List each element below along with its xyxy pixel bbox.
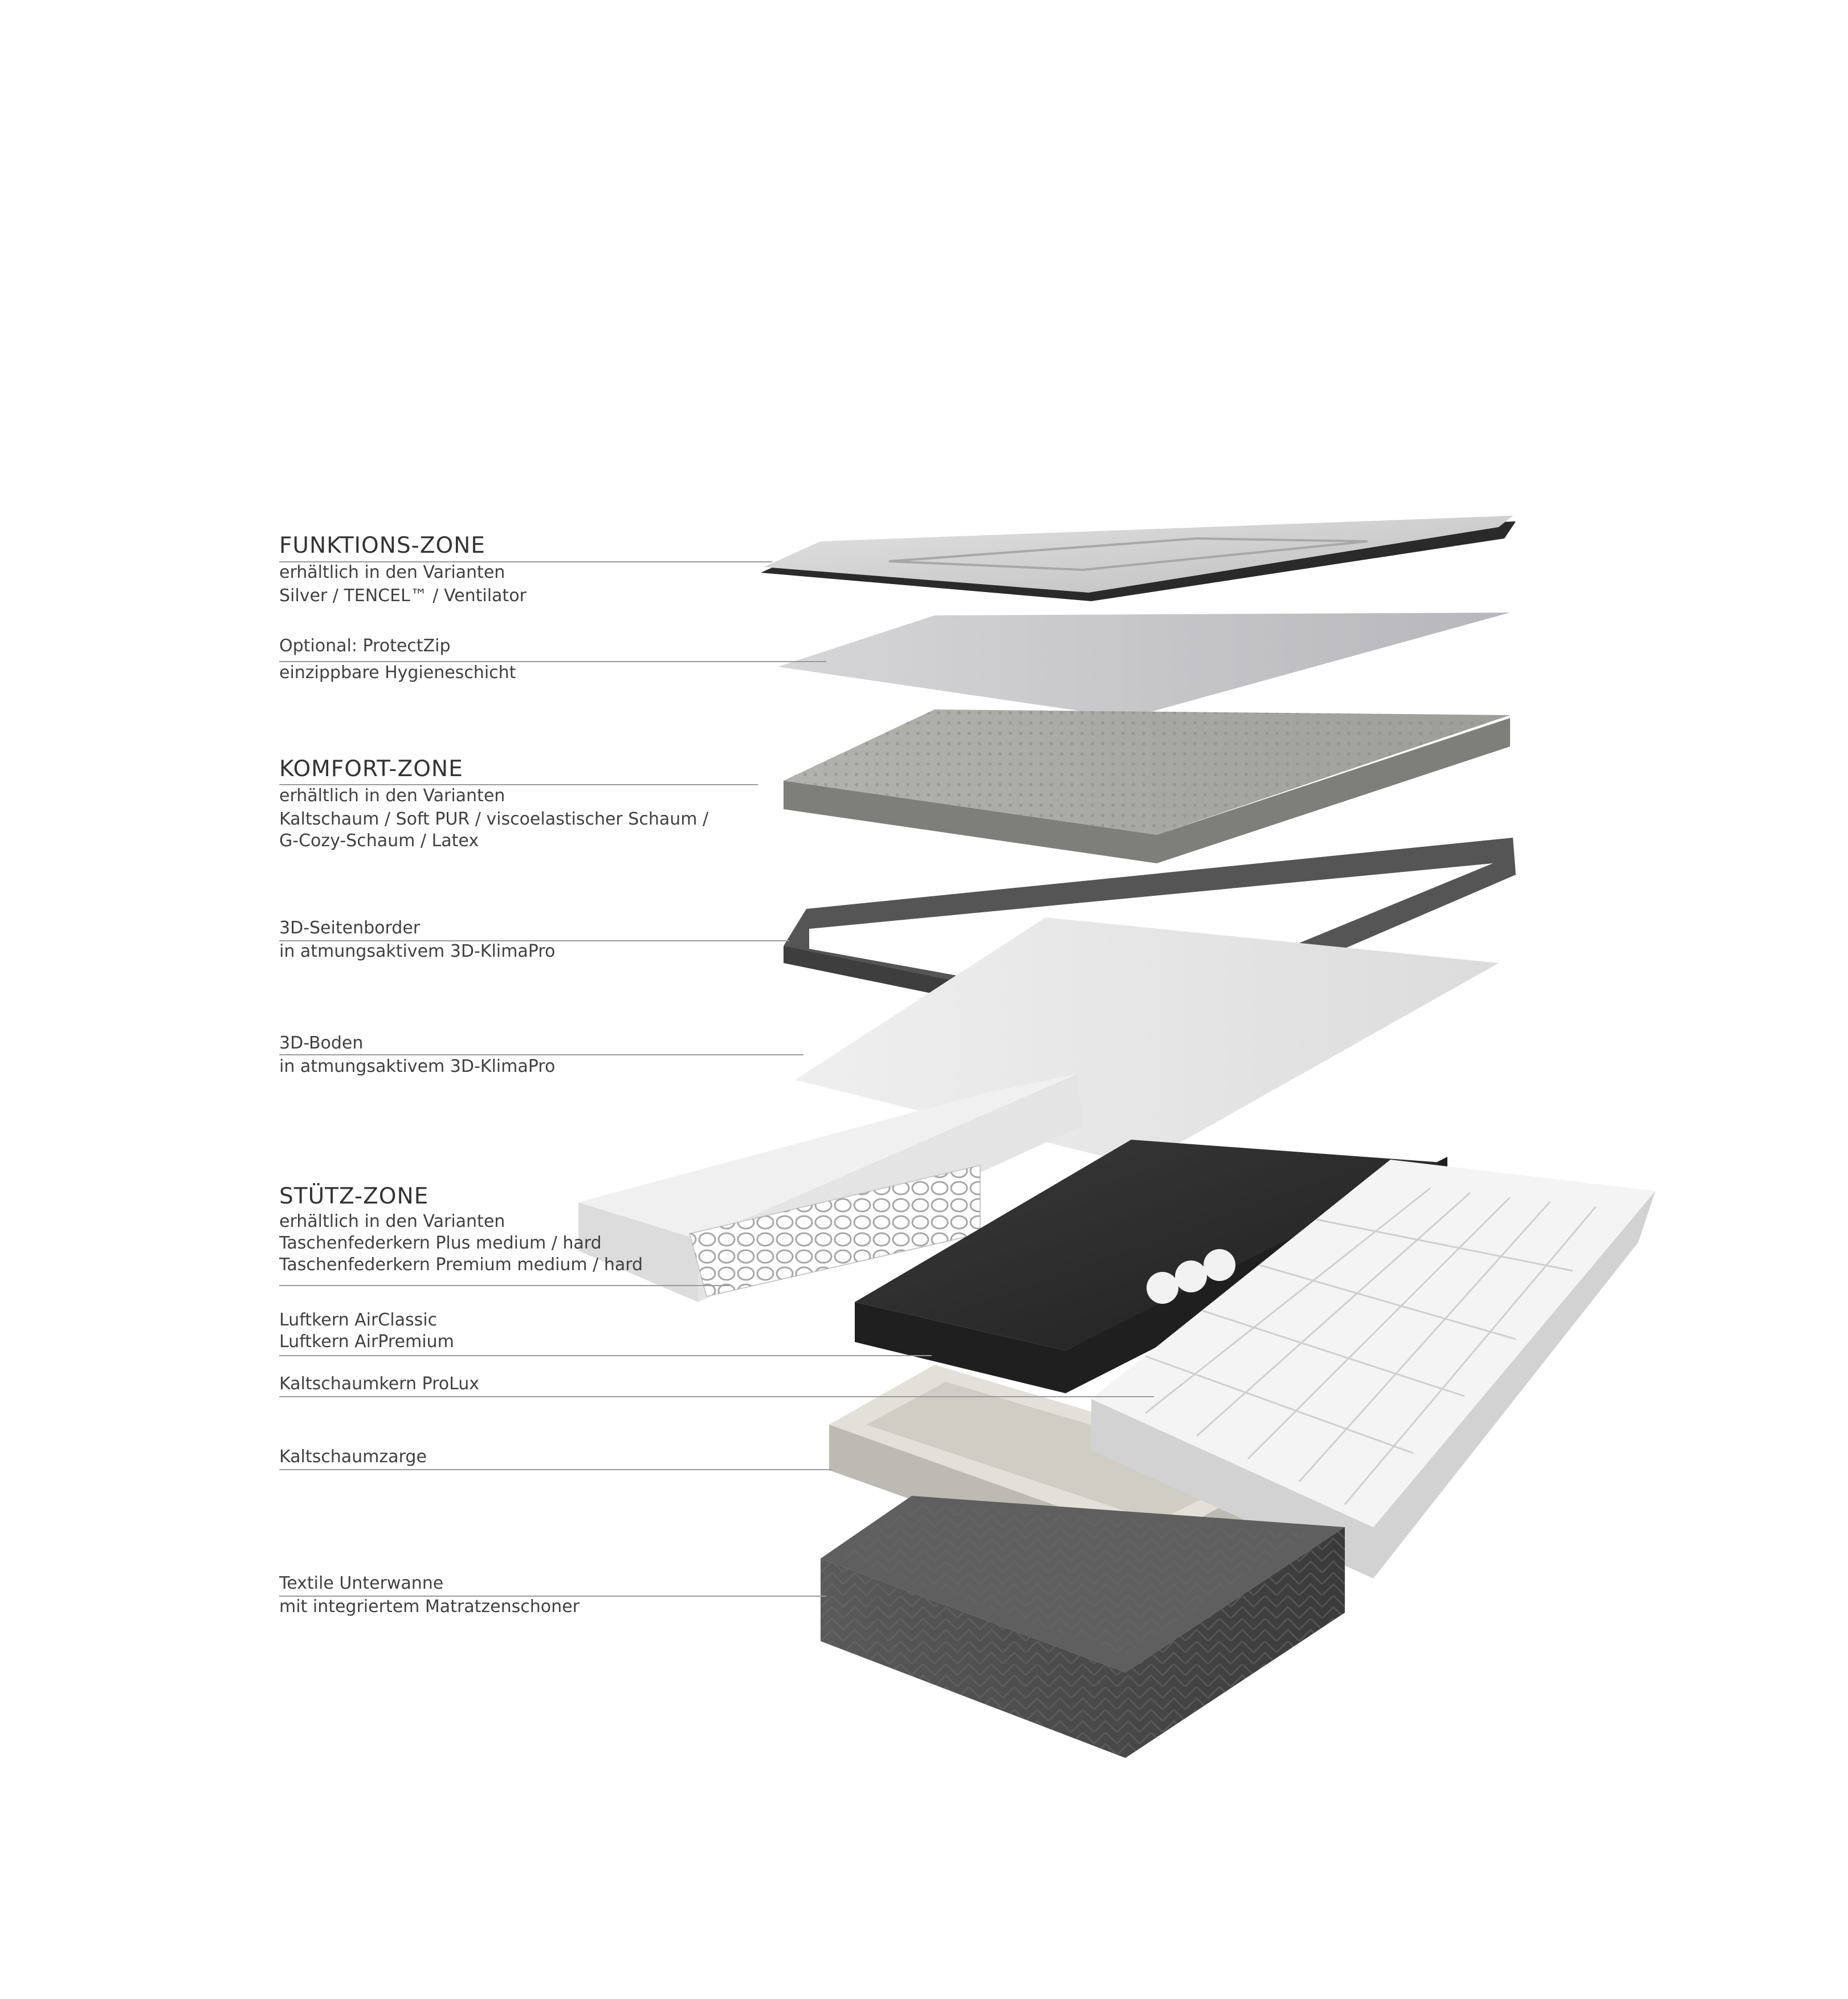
prolux-core-layer <box>1091 1160 1655 1578</box>
leader-stuetz <box>279 1285 729 1286</box>
label-line: Kaltschaumzarge <box>279 1447 427 1467</box>
label-line: Silver / TENCEL™ / Ventilator <box>279 586 527 606</box>
leader-unterwanne <box>279 1596 826 1597</box>
protectzip-sheet <box>778 613 1510 718</box>
label-heading: KOMFORT-ZONE <box>279 756 463 782</box>
label-line: Luftkern AirPremium <box>279 1332 454 1352</box>
label-line: in atmungsaktivem 3D-KlimaPro <box>279 1056 556 1076</box>
leader-boden <box>279 1054 803 1055</box>
leader-komfort <box>279 784 758 785</box>
label-line: mit integriertem Matratzenschoner <box>279 1597 580 1617</box>
leader-zarge <box>279 1469 832 1470</box>
label-line: erhältlich in den Varianten <box>279 1211 505 1231</box>
label-line: erhältlich in den Varianten <box>279 562 505 582</box>
label-prolux: Kaltschaumkern ProLux <box>279 1373 479 1395</box>
label-line: 3D-Seitenborder <box>279 918 421 938</box>
spring-core-layer <box>578 1074 1083 1302</box>
comfort-foam-layer <box>784 709 1510 863</box>
label-zarge: Kaltschaumzarge <box>279 1446 427 1468</box>
label-line: Kaltschaum / Soft PUR / viscoelastischer… <box>279 809 709 829</box>
label-luftkern: Luftkern AirClassic Luftkern AirPremium <box>279 1309 454 1353</box>
label-protectzip: Optional: ProtectZip einzippbare Hygiene… <box>279 635 516 686</box>
label-line: erhältlich in den Varianten <box>279 786 505 806</box>
leader-luftkern <box>279 1355 932 1356</box>
label-line: Textile Unterwanne <box>279 1573 444 1593</box>
label-komfort-zone: KOMFORT-ZONE erhältlich in den Varianten… <box>279 755 708 852</box>
label-funktions-zone: FUNKTIONS-ZONE erhältlich in den Variant… <box>279 532 527 607</box>
label-stuetz-zone: STÜTZ-ZONE erhältlich in den Varianten T… <box>279 1182 643 1276</box>
leader-prolux <box>279 1396 1154 1397</box>
label-line: Optional: ProtectZip <box>279 636 451 656</box>
label-heading: FUNKTIONS-ZONE <box>279 533 486 558</box>
label-line: 3D-Boden <box>279 1033 364 1053</box>
label-line: Taschenfederkern Premium medium / hard <box>279 1255 643 1275</box>
label-unterwanne: Textile Unterwanne mit integriertem Matr… <box>279 1573 580 1619</box>
leader-funktions <box>279 561 772 562</box>
label-seitenborder: 3D-Seitenborder in atmungsaktivem 3D-Kli… <box>279 917 555 964</box>
label-line: Luftkern AirClassic <box>279 1310 438 1330</box>
unterwanne-layer <box>821 1496 1345 1758</box>
label-boden: 3D-Boden in atmungsaktivem 3D-KlimaPro <box>279 1033 555 1079</box>
top-cover-layer <box>761 516 1516 601</box>
label-line: G-Cozy-Schaum / Latex <box>279 831 479 851</box>
leader-seitenborder <box>279 940 789 941</box>
label-line: in atmungsaktivem 3D-KlimaPro <box>279 941 556 961</box>
label-line: einzippbare Hygieneschicht <box>279 663 516 683</box>
leader-protectzip <box>279 661 826 662</box>
air-core-layer <box>855 1140 1447 1393</box>
label-line: Kaltschaumkern ProLux <box>279 1374 480 1394</box>
label-heading: STÜTZ-ZONE <box>279 1184 429 1209</box>
label-line: Taschenfederkern Plus medium / hard <box>279 1233 602 1253</box>
